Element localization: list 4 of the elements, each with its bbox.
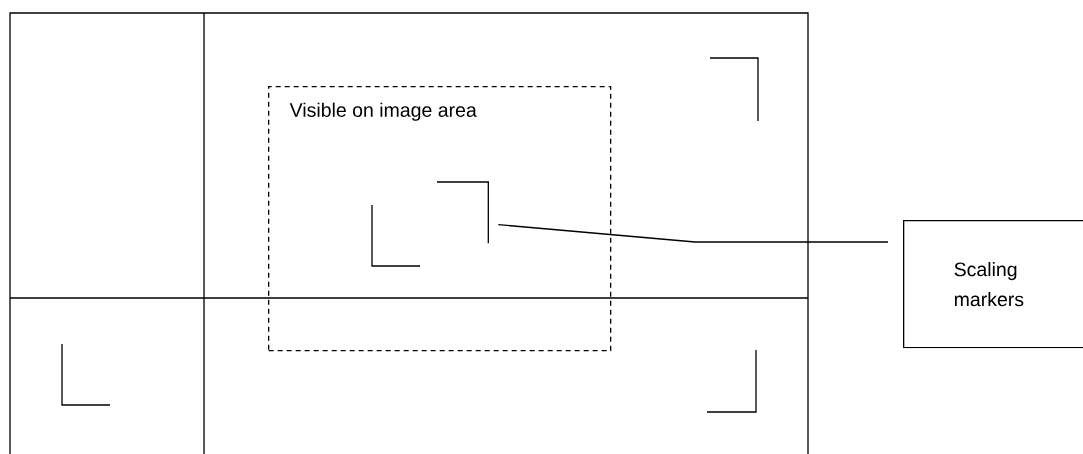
image-area-box: Visible on image area (268, 86, 612, 352)
leader-line (497, 224, 889, 243)
scaling-marker (436, 181, 489, 244)
callout-box: Scaling markers (903, 220, 1083, 349)
